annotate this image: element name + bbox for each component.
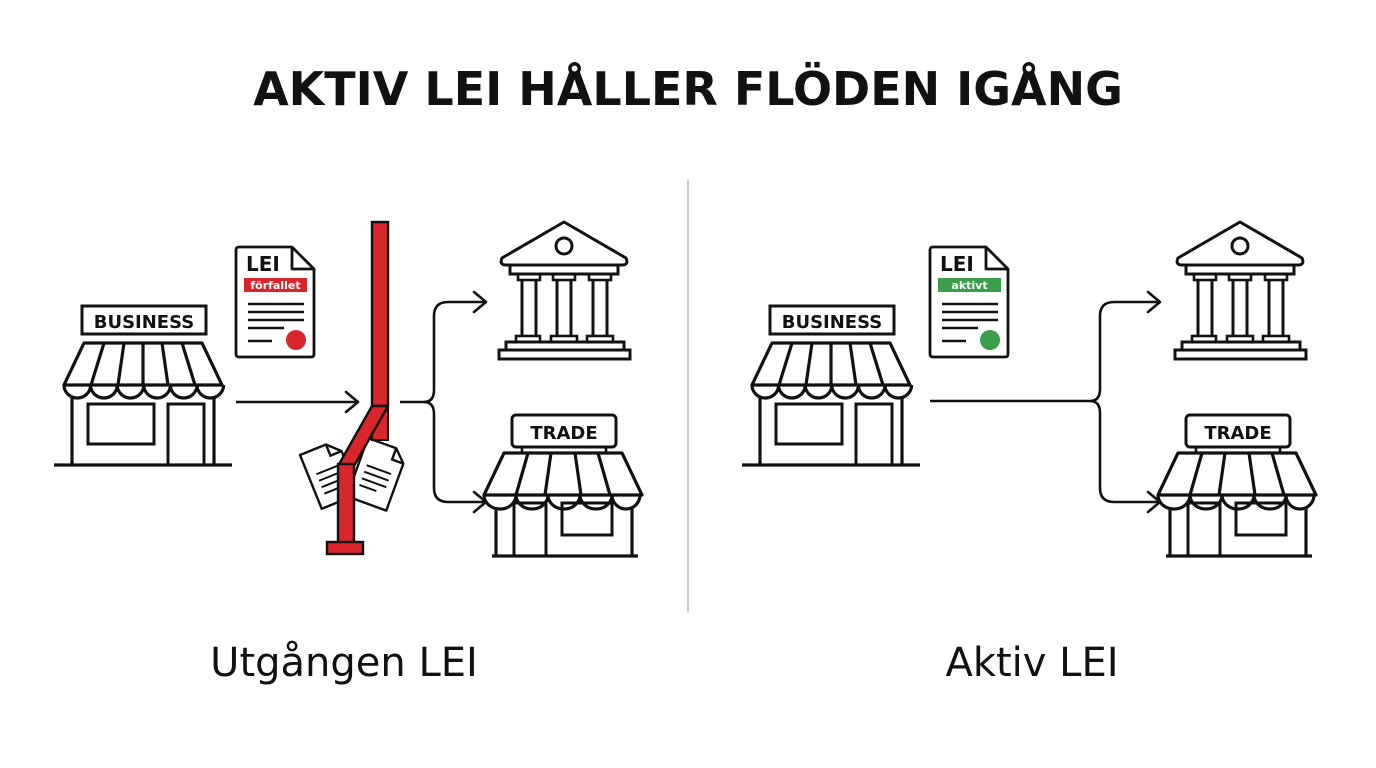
branch-arrows-right: [930, 290, 1162, 514]
certificate-status-expired: förfallet: [250, 279, 300, 292]
business-sign-label: BUSINESS: [94, 312, 194, 333]
right-panel-active: BUSINESS LEI aktivt: [740, 220, 1318, 558]
certificate-heading: LEI: [940, 252, 974, 276]
bank-icon: [497, 220, 632, 361]
left-panel-expired: BUSINESS LEI förfallet: [52, 220, 644, 558]
expired-seal-icon: [286, 330, 306, 350]
trade-sign-label: TRADE: [530, 423, 597, 444]
caption-active-lei: Aktiv LEI: [945, 640, 1119, 686]
caption-expired-lei: Utgången LEI: [210, 640, 478, 686]
trade-storefront-icon: TRADE: [1156, 413, 1318, 558]
business-storefront-icon: BUSINESS: [740, 304, 922, 467]
active-seal-icon: [980, 330, 1000, 350]
flow-arrow-to-barrier: [236, 390, 360, 414]
trade-storefront-icon: TRADE: [482, 413, 644, 558]
certificate-heading: LEI: [246, 252, 280, 276]
page-title: AKTIV LEI HÅLLER FLÖDEN IGÅNG: [253, 62, 1123, 116]
certificate-status-active: aktivt: [951, 279, 987, 292]
branch-arrows-left: [400, 290, 488, 514]
broken-barrier-icon: [325, 220, 390, 556]
lei-certificate-expired-icon: LEI förfallet: [234, 245, 316, 359]
trade-sign-label: TRADE: [1204, 423, 1271, 444]
business-sign-label: BUSINESS: [782, 312, 882, 333]
lei-certificate-active-icon: LEI aktivt: [928, 245, 1010, 359]
business-storefront-icon: BUSINESS: [52, 304, 234, 467]
bank-icon: [1173, 220, 1308, 361]
